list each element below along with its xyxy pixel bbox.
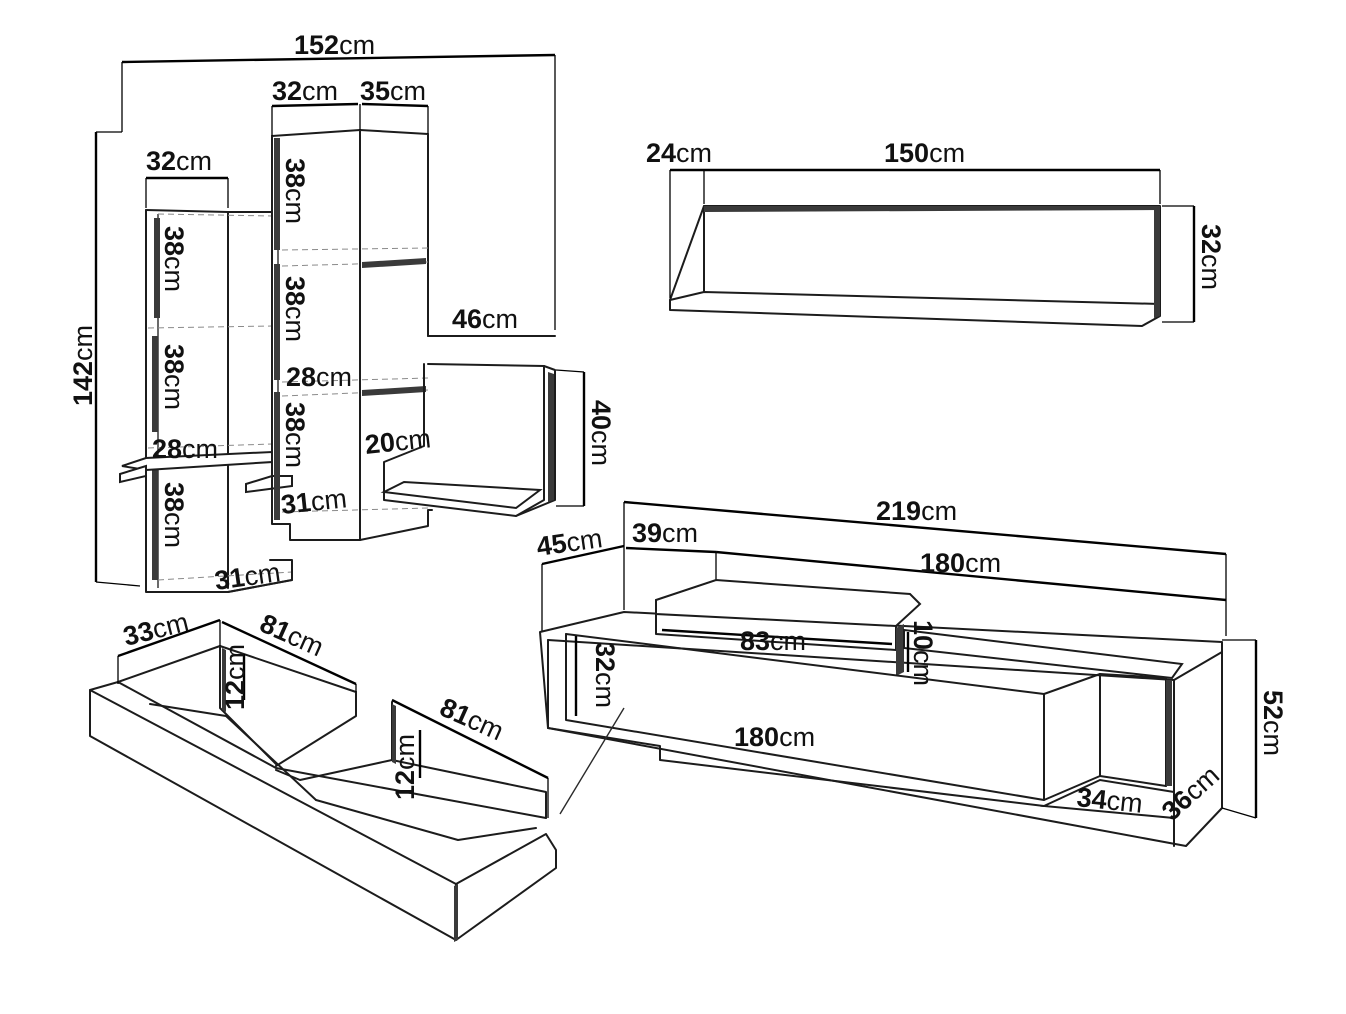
label-tower-base-depth: 31cm — [279, 483, 348, 520]
side-open-shelf — [380, 335, 556, 517]
label-tv-depth: 45cm — [535, 523, 605, 562]
dim-line-side-shelf-height — [555, 369, 586, 507]
label-side-shelf-width: 46cm — [452, 304, 518, 334]
label-wall-shelf-height: 32cm — [1196, 224, 1226, 290]
label-tv-top-offset: 39cm — [632, 518, 698, 548]
dim-line-wall-shelf-height — [1162, 205, 1196, 323]
label-front-height: 32cm — [590, 642, 620, 708]
label-drawer-height-a: 12cm — [220, 644, 250, 710]
label-tower-compartment-2: 38cm — [280, 276, 310, 342]
label-left-shelf-depth: 28cm — [152, 434, 218, 464]
label-drawer-opening-height: 10cm — [908, 620, 938, 686]
label-left-compartment-1: 38cm — [159, 226, 189, 292]
label-tower-width-b: 35cm — [360, 76, 426, 106]
label-left-base-depth: 31cm — [213, 557, 283, 596]
dim-line-drawer-opening — [661, 628, 910, 672]
label-wall-shelf-depth: 24cm — [646, 138, 712, 168]
dim-line-tv-total-width — [623, 500, 1227, 636]
tall-shelf-unit — [94, 53, 586, 593]
label-tower-shelf-depth: 28cm — [286, 362, 352, 392]
dim-line-total-height — [94, 131, 141, 587]
dim-line-drawer-width-a — [221, 620, 357, 692]
label-wall-shelf-width: 150cm — [884, 138, 965, 168]
label-side-shelf-height: 40cm — [586, 400, 616, 466]
dim-line-tower-width — [271, 102, 429, 136]
dim-line-drawer-width-b — [391, 698, 549, 818]
dim-line-wall-shelf-width — [669, 168, 1161, 298]
dim-line-tv-height — [1221, 639, 1258, 819]
label-drawer-opening-width: 83cm — [740, 626, 806, 656]
dimension-labels: 152cm 142cm 32cm 32cm 35cm 38cm 38cm 38c… — [68, 30, 1288, 826]
label-drawer-width-b: 81cm — [436, 692, 509, 746]
dim-line-tv-top — [625, 546, 1227, 602]
dim-line-tv-depth — [541, 544, 625, 632]
drawer-detail — [89, 618, 557, 942]
label-total-width: 152cm — [294, 30, 375, 60]
label-total-height: 142cm — [68, 325, 98, 406]
label-tower-compartment-3: 38cm — [280, 402, 310, 468]
label-tv-total-width: 219cm — [876, 496, 957, 526]
label-drawer-depth: 33cm — [120, 607, 191, 652]
label-tv-top-width: 180cm — [920, 548, 1001, 578]
dim-line-drawer-depth — [117, 618, 221, 684]
leader-line — [559, 707, 625, 815]
dim-line-left-column-width — [145, 176, 229, 208]
label-left-compartment-3: 38cm — [159, 482, 189, 548]
left-column — [119, 209, 293, 593]
label-tower-compartment-1: 38cm — [280, 158, 310, 224]
label-drawer-height-b: 12cm — [390, 734, 420, 800]
label-tower-width-a: 32cm — [272, 76, 338, 106]
dim-line-total-width — [121, 53, 556, 330]
label-front-width: 180cm — [734, 722, 815, 752]
wall-shelf — [669, 168, 1196, 327]
label-tv-total-height: 52cm — [1258, 690, 1288, 756]
center-tower — [271, 129, 433, 541]
label-side-shelf-depth: 20cm — [363, 423, 432, 460]
label-left-compartment-2: 38cm — [159, 344, 189, 410]
label-left-column-width: 32cm — [146, 146, 212, 176]
tv-stand — [539, 500, 1258, 847]
label-open-section-width: 34cm — [1075, 782, 1144, 819]
